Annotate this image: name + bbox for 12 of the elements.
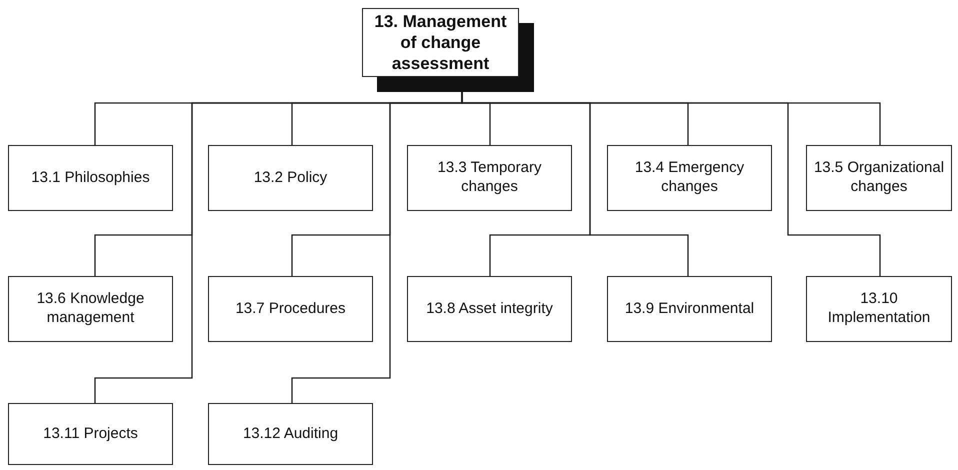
topic-box: 13.1 Philosophies: [8, 145, 173, 211]
topic-box: 13.5 Organizational changes: [806, 145, 952, 211]
topic-box: 13.12 Auditing: [208, 403, 373, 465]
topic-box: 13.10 Implementation: [806, 276, 952, 342]
topic-box: 13.8 Asset integrity: [407, 276, 572, 342]
topic-box: 13.11 Projects: [8, 403, 173, 465]
topic-box: 13.6 Knowledge management: [8, 276, 173, 342]
topic-box: 13.3 Temporary changes: [407, 145, 572, 211]
topic-box: 13.7 Procedures: [208, 276, 373, 342]
topic-box: 13.4 Emergency changes: [607, 145, 772, 211]
topic-box: 13.9 Environmental: [607, 276, 772, 342]
topic-box: 13.2 Policy: [208, 145, 373, 211]
